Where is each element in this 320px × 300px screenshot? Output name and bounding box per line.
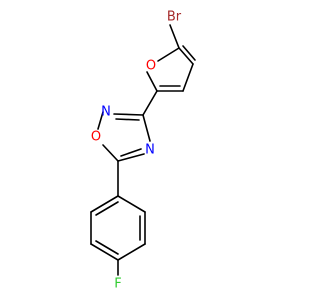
furan-bond-c2-o [146,71,158,92]
furan-oxygen-label: O [146,59,156,74]
oxadiazole-bond-c3-n4 [142,114,151,142]
bond-furan-oxadiazole [142,90,158,116]
bromine-label: Br [167,10,182,25]
furan-bond-c5-c4-double [182,45,196,61]
bond-br-c [169,24,180,49]
oxadiazole-bond-o1-n2 [97,111,104,130]
oxadiazole-bond-n4-c5 [117,153,145,162]
oxadiazole-bond-c5-o1 [102,144,119,162]
phenyl-bond-1 [117,195,146,213]
atom-labels: Br O N O N F [91,10,182,292]
furan-bond-c4-c3 [182,63,194,92]
fluorine-label: F [114,277,121,292]
oxadiazole-bond-n4-c5-double [120,148,142,157]
oxadiazole-bond-n2-c3 [113,113,144,116]
phenyl-bond-4-double [95,240,119,255]
phenyl-bond-6 [90,195,119,213]
oxadiazole-nitrogen-top-label: N [101,105,111,120]
oxadiazole-nitrogen-right-label: N [145,143,155,158]
phenyl-bond-4 [90,243,119,261]
furan-bond-o-c5 [157,47,180,62]
phenyl-bond-6-double [95,201,119,216]
bonds [90,24,196,276]
molecule-structure: Br O N O N F [90,9,196,292]
oxadiazole-oxygen-label: O [91,130,101,145]
phenyl-bond-3 [117,243,146,261]
oxadiazole-bond-n2-c3-double [115,118,140,121]
furan-bond-c5-c4 [178,47,194,65]
